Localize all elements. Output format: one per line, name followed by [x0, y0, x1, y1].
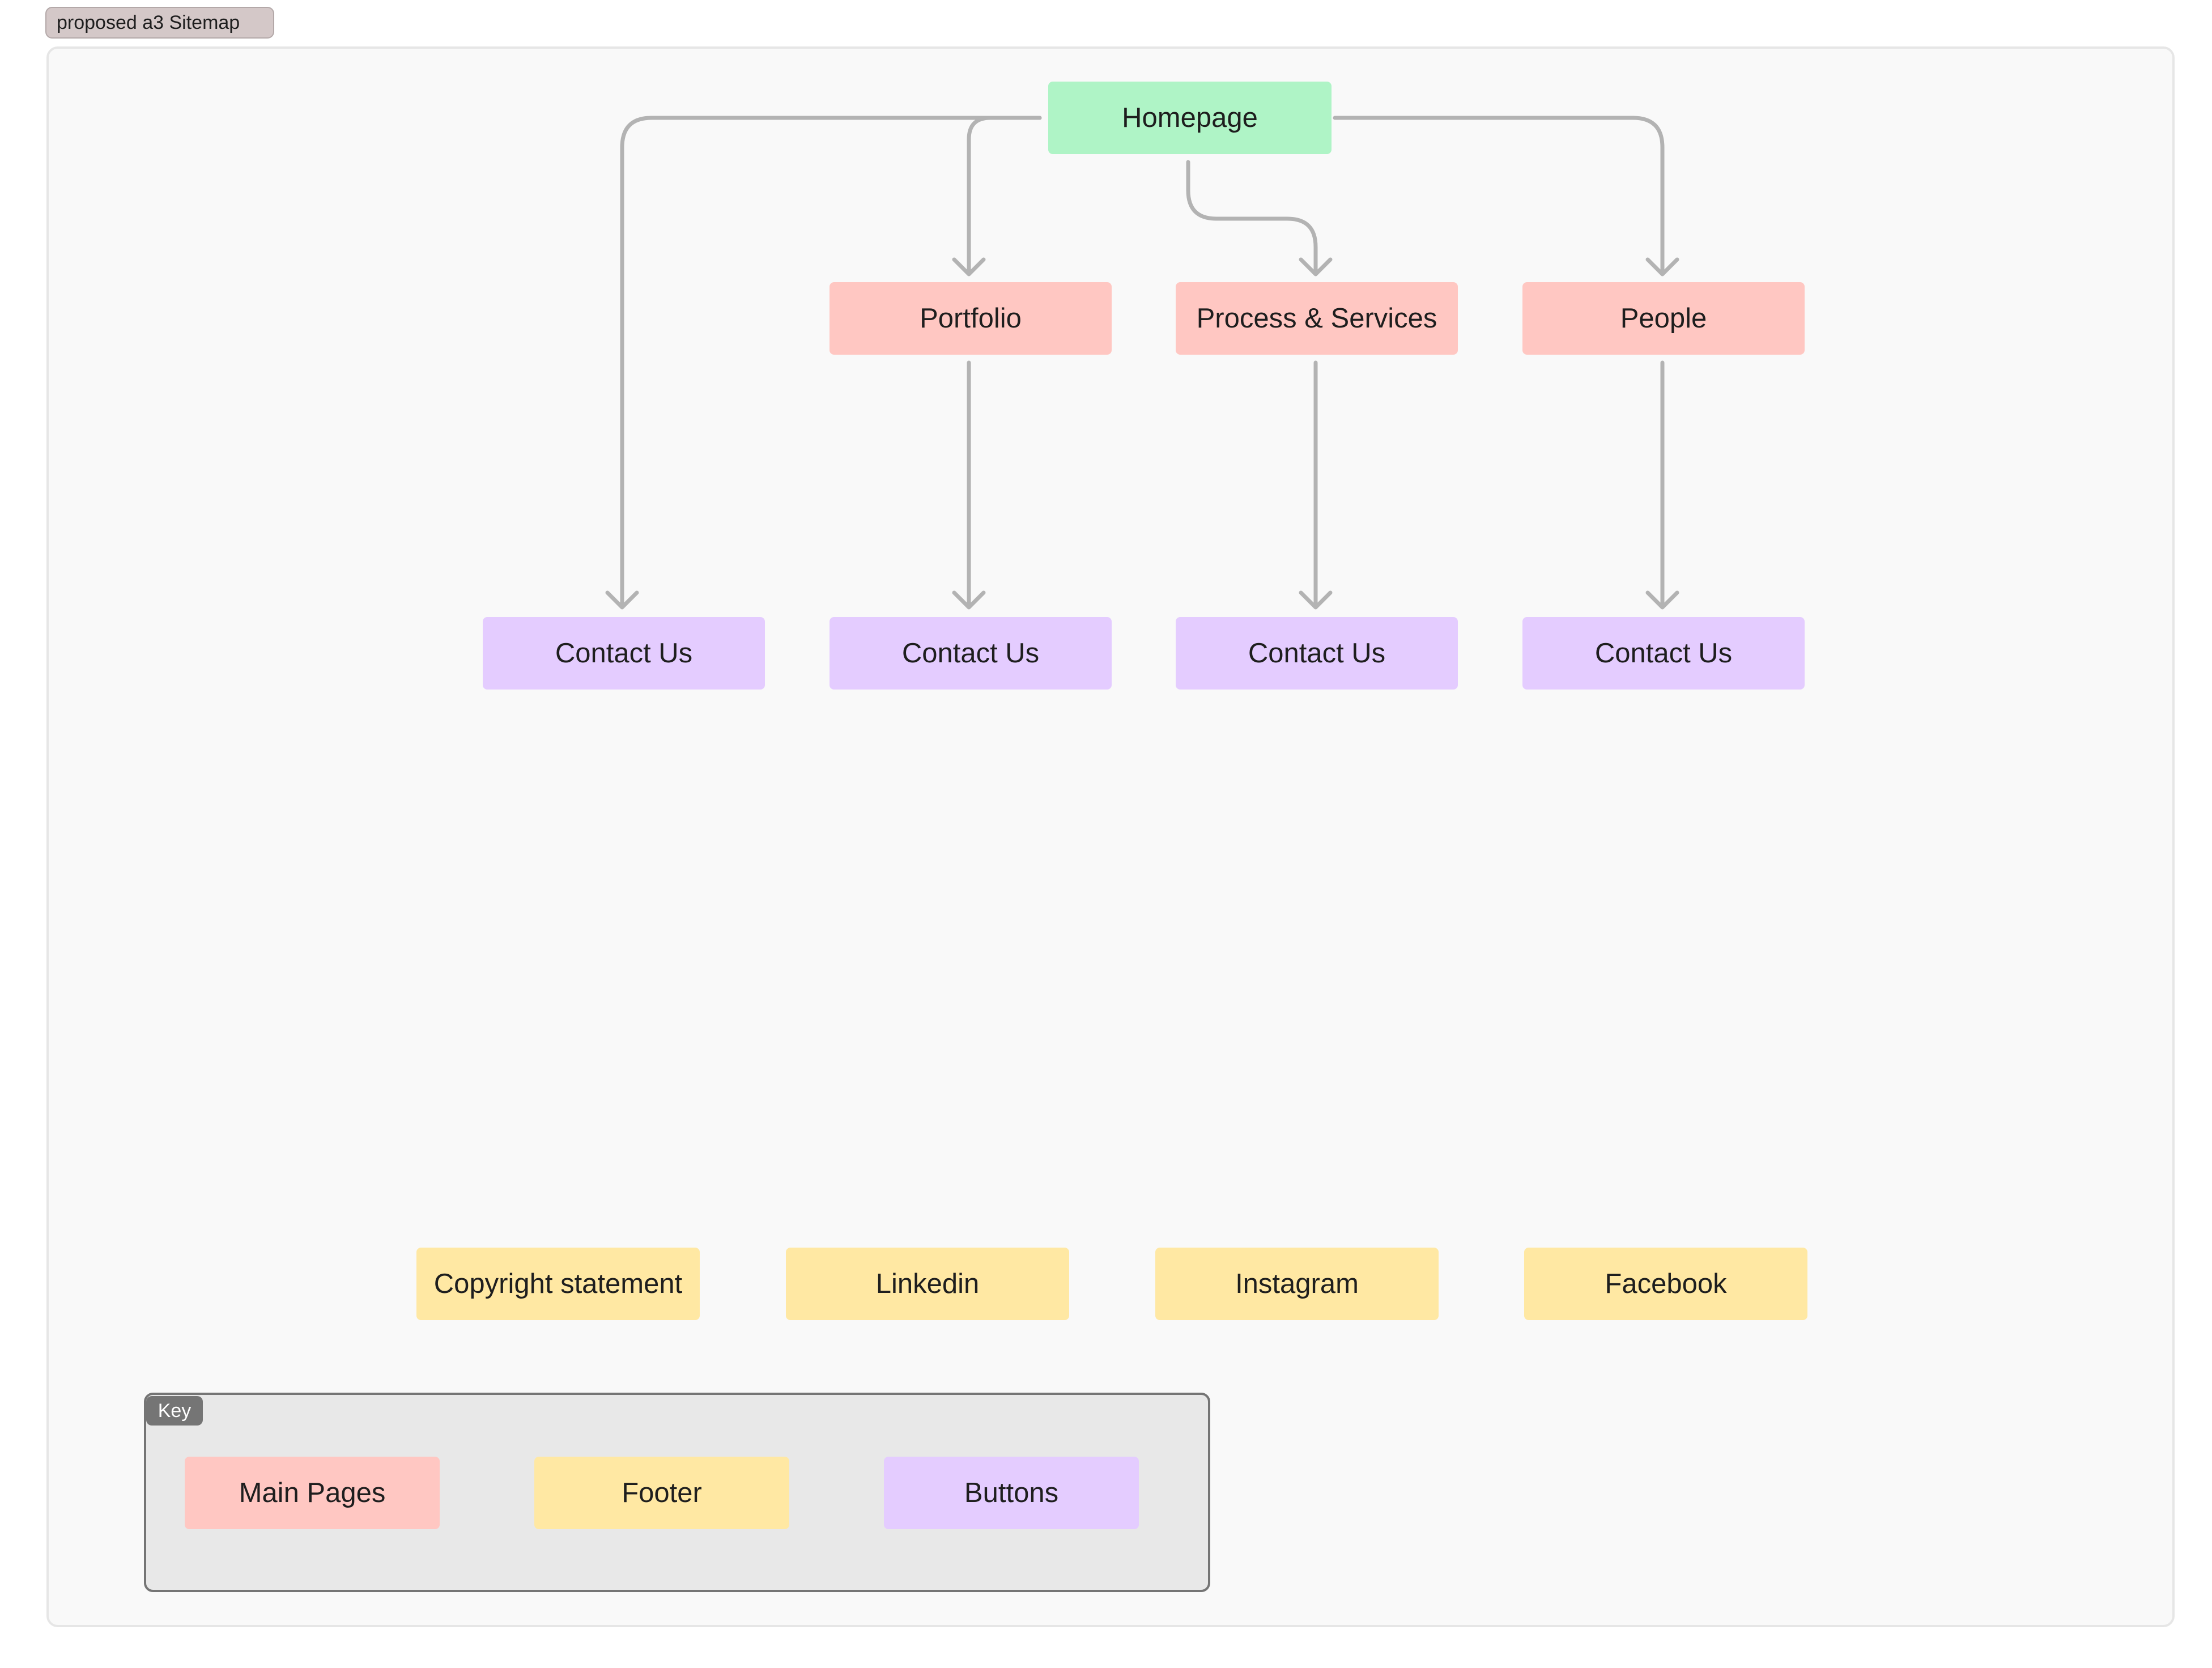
contact-us-node[interactable]: Contact Us — [1522, 617, 1805, 690]
footer-linkedin-node[interactable]: Linkedin — [786, 1248, 1069, 1320]
footer-instagram-node[interactable]: Instagram — [1155, 1248, 1439, 1320]
key-label: Key — [146, 1396, 203, 1426]
key-buttons: Buttons — [884, 1457, 1139, 1529]
key-footer: Footer — [534, 1457, 789, 1529]
homepage-node[interactable]: Homepage — [1048, 82, 1332, 154]
contact-us-node[interactable]: Contact Us — [829, 617, 1112, 690]
footer-copyright-node[interactable]: Copyright statement — [416, 1248, 700, 1320]
key-main-pages: Main Pages — [185, 1457, 440, 1529]
footer-facebook-node[interactable]: Facebook — [1524, 1248, 1807, 1320]
contact-us-node[interactable]: Contact Us — [483, 617, 765, 690]
process-services-node[interactable]: Process & Services — [1176, 282, 1458, 355]
contact-us-node[interactable]: Contact Us — [1176, 617, 1458, 690]
frame-label[interactable]: proposed a3 Sitemap — [45, 7, 274, 39]
people-node[interactable]: People — [1522, 282, 1805, 355]
portfolio-node[interactable]: Portfolio — [829, 282, 1112, 355]
